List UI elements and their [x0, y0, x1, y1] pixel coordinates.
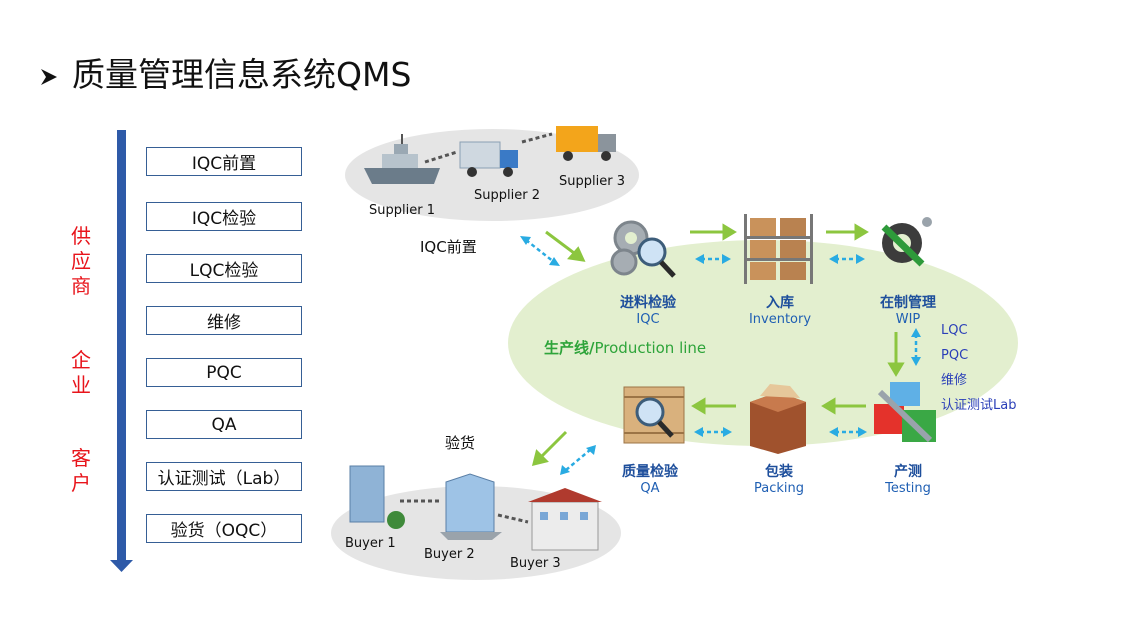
node-packing-en: Packing [753, 481, 804, 496]
inspection-label: 验货 [445, 434, 476, 452]
blue-arrowheads [520, 236, 921, 475]
buyer-2-label: Buyer 2 [424, 547, 475, 562]
gear-wrench-icon [881, 217, 932, 267]
step-lqc-inspection: LQC检验 [146, 254, 302, 283]
building-icon-3 [528, 488, 602, 551]
quality-crate-icon [623, 386, 685, 444]
truck-icon-blue [459, 141, 518, 177]
step-repair: 维修 [146, 306, 302, 335]
truck-icon-orange [556, 126, 616, 161]
wip-item-lqc: LQC [941, 323, 968, 338]
label-enterprise: 企业 [71, 348, 91, 397]
production-line-label: 生产线/Production line [544, 337, 706, 358]
node-qa: 质量检验 QA [602, 461, 698, 496]
step-lab: 认证测试（Lab） [146, 462, 302, 491]
supplier-3-label: Supplier 3 [559, 174, 625, 189]
step-qa: QA [146, 410, 302, 439]
node-testing-cn: 产测 [894, 464, 922, 480]
production-line-en: Production line [594, 339, 707, 357]
step-iqc-pre: IQC前置 [146, 147, 302, 176]
node-packing: 包装 Packing [731, 461, 827, 496]
wip-list: LQC PQC 维修 认证测试Lab [941, 318, 1016, 418]
node-iqc-cn: 进料检验 [620, 295, 676, 311]
node-testing-en: Testing [885, 481, 931, 496]
building-icon-1 [349, 465, 405, 529]
label-customer: 客户 [71, 446, 91, 495]
node-qa-en: QA [640, 481, 660, 496]
iqc-pre-label: IQC前置 [420, 238, 477, 256]
inventory-shelf-icon [744, 214, 813, 284]
node-inventory-en: Inventory [748, 312, 812, 327]
vertical-axis-arrow [110, 130, 133, 572]
step-oqc: 验货（OQC） [146, 514, 302, 543]
step-pqc: PQC [146, 358, 302, 387]
node-iqc-en: IQC [636, 312, 660, 327]
arrow-bullet-icon [38, 55, 64, 94]
blue-bidirectional-arrows [525, 239, 918, 471]
buyer-3-label: Buyer 3 [510, 556, 561, 571]
green-flow-arrows [531, 223, 905, 467]
ship-icon [364, 134, 440, 184]
node-testing: 产测 Testing [860, 461, 956, 496]
step-iqc-inspection: IQC检验 [146, 202, 302, 231]
buyer-1-label: Buyer 1 [345, 536, 396, 551]
node-iqc: 进料检验 IQC [600, 292, 696, 327]
node-inventory-cn: 入库 [766, 295, 794, 311]
production-line-sep: / [589, 339, 595, 357]
production-line-cn: 生产线 [544, 339, 590, 357]
wip-item-pqc: PQC [941, 348, 969, 363]
supplier-1-label: Supplier 1 [369, 203, 435, 218]
page-title: 质量管理信息系统QMS [38, 48, 411, 96]
testing-tools-icon [874, 382, 936, 443]
node-wip-cn: 在制管理 [880, 295, 936, 311]
node-inventory: 入库 Inventory [732, 292, 828, 327]
gear-magnifier-icon [610, 220, 676, 278]
node-packing-cn: 包装 [765, 464, 793, 480]
supplier-2-label: Supplier 2 [474, 188, 540, 203]
node-qa-cn: 质量检验 [622, 464, 678, 480]
label-supplier: 供应商 [71, 224, 91, 298]
title-text: 质量管理信息系统QMS [72, 55, 412, 94]
node-wip-en: WIP [895, 312, 921, 327]
node-wip: 在制管理 WIP [860, 292, 956, 327]
wip-item-lab: 认证测试Lab [941, 398, 1017, 413]
package-box-icon [750, 384, 806, 454]
wip-item-repair: 维修 [941, 373, 968, 388]
building-icon-2 [440, 473, 502, 540]
